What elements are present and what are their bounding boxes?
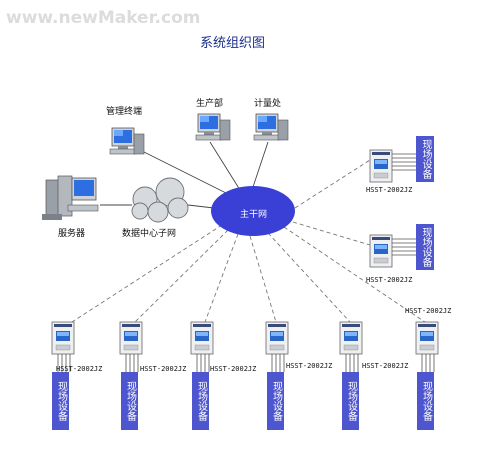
production-department-pc-icon: [195, 113, 231, 141]
field-device-icon: [369, 149, 393, 183]
field-device-icon: [265, 321, 289, 355]
device-connectors: [57, 153, 435, 372]
metering-office-pc-icon: [253, 113, 289, 141]
field-equipment-box: 现场设备: [417, 372, 434, 430]
dashed-links: [71, 159, 426, 323]
cloud-icon: [131, 177, 189, 223]
field-equipment-box: 现场设备: [267, 372, 284, 430]
backbone-network-label: 主干网: [240, 210, 268, 220]
management-terminal-label: 管理终端: [106, 107, 143, 117]
device-model-label: HSST-2002JZ: [286, 362, 333, 370]
device-model-label: HSST-2002JZ: [366, 186, 413, 194]
field-equipment-box: 现场设备: [416, 224, 434, 270]
metering-office-label: 计量处: [254, 99, 282, 109]
diagram-title: 系统组织图: [200, 36, 266, 51]
server-icon: [42, 175, 99, 220]
solid-links: [100, 141, 269, 209]
field-equipment-box: 现场设备: [52, 372, 69, 430]
device-model-label: HSST-2002JZ: [56, 365, 103, 373]
field-device-icon: [369, 234, 393, 268]
field-device-icon: [415, 321, 439, 355]
server-label: 服务器: [58, 229, 86, 239]
field-equipment-box: 现场设备: [416, 136, 434, 182]
device-model-label: HSST-2002JZ: [210, 365, 257, 373]
field-equipment-box: 现场设备: [342, 372, 359, 430]
watermark-text: www.newMaker.com: [6, 8, 201, 28]
production-department-label: 生产部: [196, 99, 224, 109]
device-model-label: HSST-2002JZ: [366, 276, 413, 284]
management-terminal-icon: [109, 127, 145, 155]
field-equipment-box: 现场设备: [121, 372, 138, 430]
backbone-network-hub: [211, 186, 295, 236]
device-model-label: HSST-2002JZ: [405, 307, 452, 315]
device-model-label: HSST-2002JZ: [362, 362, 409, 370]
field-device-icon: [119, 321, 143, 355]
device-model-label: HSST-2002JZ: [140, 365, 187, 373]
field-device-icon: [339, 321, 363, 355]
field-equipment-box: 现场设备: [192, 372, 209, 430]
field-device-icon: [51, 321, 75, 355]
data-center-subnet-label: 数据中心子网: [122, 229, 177, 239]
field-device-icon: [190, 321, 214, 355]
